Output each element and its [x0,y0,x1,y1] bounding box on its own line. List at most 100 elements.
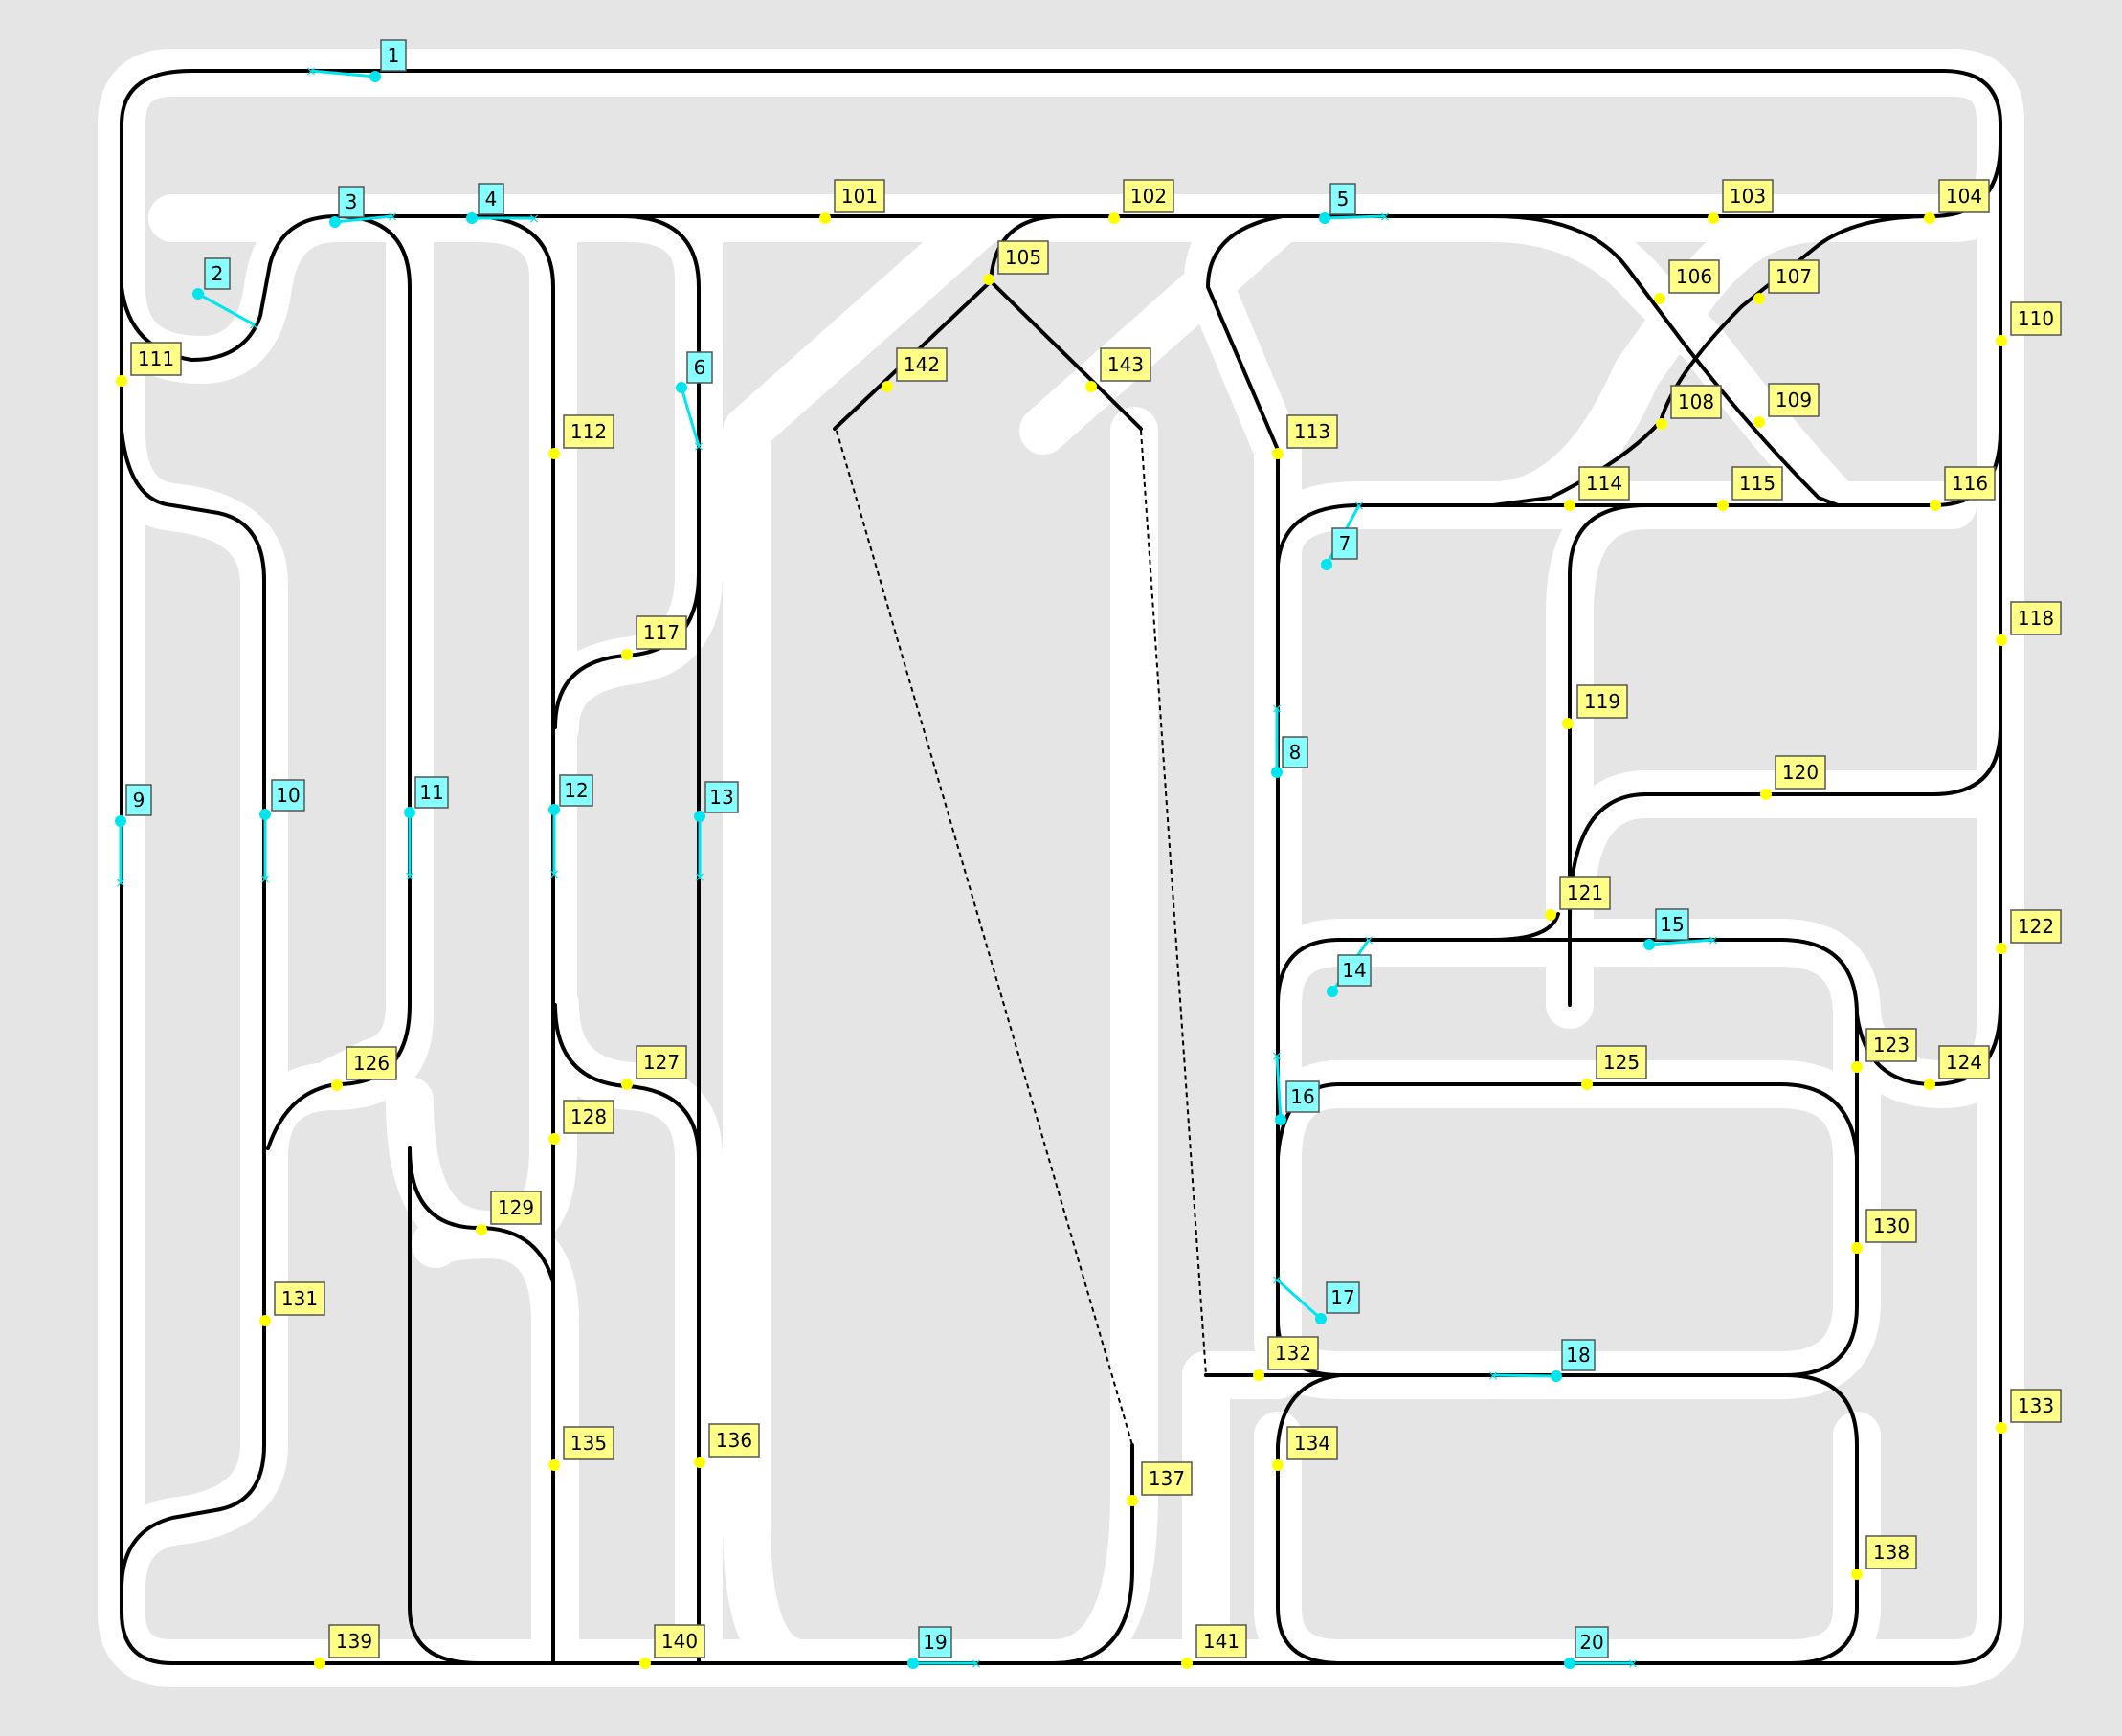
node-label: 140 [661,1630,698,1653]
train-tail-icon: × [528,211,540,227]
train-label: 9 [133,789,145,812]
train-label: 3 [346,190,358,213]
train-tail-icon: × [1271,1273,1283,1288]
train-head [369,71,381,82]
train-head [1315,1313,1327,1324]
train-head [115,815,126,827]
node-dot [1753,416,1765,428]
node-label: 119 [1584,690,1620,713]
train-head [676,382,687,393]
node-label: 101 [841,185,878,208]
node-label: 105 [1005,246,1041,269]
node-dot [621,649,633,660]
train-label: 6 [694,356,706,379]
train-head [694,811,705,822]
node-label: 127 [643,1051,680,1074]
node-label: 138 [1873,1541,1910,1564]
node-label: 130 [1873,1214,1910,1237]
node-label: 108 [1678,390,1714,413]
train-label: 7 [1339,532,1351,555]
train-label: 11 [419,781,443,804]
node-label: 116 [1952,472,1988,495]
train-tail-icon: × [1271,701,1283,717]
node-label: 123 [1873,1034,1910,1057]
train-head [329,216,341,228]
train-label: 5 [1337,188,1350,211]
train-label: 8 [1289,741,1302,764]
train-label: 12 [564,779,588,802]
train-head [1271,767,1283,778]
train-tail-icon: × [259,872,271,887]
train-tail-icon: × [971,1657,982,1672]
node-dot [548,448,560,459]
train-head [404,807,415,818]
train-label: 4 [485,188,498,211]
train-head [1275,1114,1286,1125]
train-head [466,212,478,224]
train-tail-icon: × [115,876,126,891]
train-tail-icon: × [1353,499,1365,514]
train-tail-icon: × [1379,210,1391,225]
train-label: 14 [1342,959,1366,982]
node-label: 125 [1603,1051,1640,1074]
node-dot [476,1224,487,1235]
node-dot [639,1658,651,1669]
train-tail-icon: × [694,870,705,885]
train-tail-icon: × [1271,1049,1283,1064]
node-dot [1127,1495,1138,1506]
node-label: 143 [1107,353,1144,376]
train-label: 18 [1566,1344,1590,1367]
node-label: 106 [1676,265,1712,288]
train-tail-icon: × [387,210,398,225]
train-label: 2 [212,262,224,285]
node-label: 111 [138,347,174,370]
node-dot [1753,293,1765,304]
node-dot [1708,212,1719,224]
node-dot [1654,293,1665,304]
node-dot [1851,1569,1863,1580]
train-label: 19 [923,1631,947,1654]
node-label: 103 [1730,185,1766,208]
node-label: 112 [570,420,607,443]
node-dot [1996,634,2007,646]
node-label: 128 [570,1105,607,1128]
node-label: 114 [1586,472,1622,495]
node-dot [548,1459,560,1471]
node-label: 126 [353,1052,390,1075]
node-label: 104 [1946,185,1982,208]
node-label: 122 [2018,915,2054,938]
node-dot [1272,448,1284,459]
node-dot [1930,500,1941,511]
node-label: 107 [1776,265,1812,288]
node-dot [1253,1369,1264,1381]
node-label: 136 [716,1429,752,1452]
node-label: 118 [2018,607,2054,630]
train-head [1327,986,1338,997]
node-label: 121 [1567,881,1603,904]
node-dot [314,1658,325,1669]
node-dot [1924,212,1935,224]
node-label: 113 [1294,420,1330,443]
node-dot [1851,1061,1863,1073]
train-label: 10 [276,784,300,807]
train-label: 15 [1660,913,1684,936]
train-tail-icon: × [548,867,560,882]
node-dot [1545,909,1556,921]
node-dot [621,1079,633,1090]
node-label: 115 [1739,472,1776,495]
train-head [548,804,560,815]
node-label: 133 [2018,1394,2054,1417]
node-label: 131 [281,1287,318,1310]
node-dot [1581,1079,1593,1090]
node-dot [882,381,893,392]
node-dot [259,1315,271,1326]
train-tail-icon: × [1363,933,1374,948]
train-head [192,288,204,300]
node-label: 124 [1946,1051,1982,1074]
node-dot [1717,500,1729,511]
train-head [259,809,271,820]
node-dot [1272,1459,1284,1471]
node-label: 120 [1782,761,1819,784]
train-tail-icon: × [248,318,259,333]
